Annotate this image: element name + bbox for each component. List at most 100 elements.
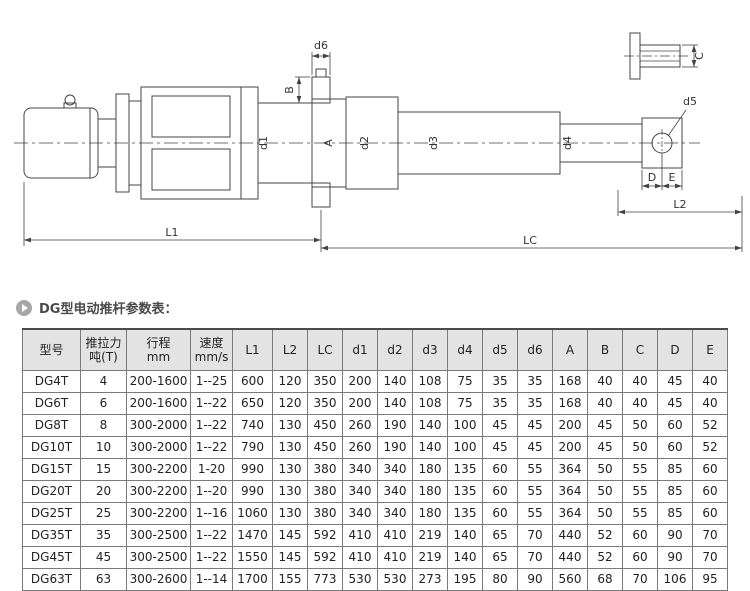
col-header: d2: [377, 328, 413, 371]
table-cell: 75: [447, 392, 483, 415]
col-header: L2: [272, 328, 308, 371]
section-header: DG型电动推杆参数表：: [16, 298, 177, 317]
table-cell: 440: [552, 546, 588, 569]
table-cell: 600: [232, 370, 273, 393]
table-cell: 135: [447, 480, 483, 503]
table-cell: 60: [482, 458, 518, 481]
dim-label-d5: d5: [683, 95, 697, 108]
model-cell: DG35T: [22, 524, 81, 547]
table-cell: 20: [80, 480, 127, 503]
table-cell: 130: [272, 480, 308, 503]
technical-drawing: d6 B d1 A d2 d3 d4 d5 D E L2 L1 LC C: [14, 32, 743, 252]
table-cell: 200-1600: [126, 392, 191, 415]
table-cell: 300-2200: [126, 458, 191, 481]
table-cell: 60: [622, 546, 658, 569]
table-cell: 45: [517, 436, 553, 459]
table-cell: 273: [412, 568, 448, 591]
table-cell: 52: [587, 524, 623, 547]
table-cell: 63: [80, 568, 127, 591]
table-cell: 45: [657, 392, 693, 415]
table-cell: 790: [232, 436, 273, 459]
table-cell: 85: [657, 480, 693, 503]
table-cell: 35: [482, 370, 518, 393]
table-cell: 190: [377, 414, 413, 437]
table-cell: 650: [232, 392, 273, 415]
table-cell: 140: [377, 370, 413, 393]
dimension-lines: [23, 44, 743, 252]
col-header: d6: [517, 328, 553, 371]
table-cell: 145: [272, 546, 308, 569]
table-cell: 55: [622, 458, 658, 481]
table-cell: 85: [657, 458, 693, 481]
table-cell: 300-2200: [126, 502, 191, 525]
table-cell: 200: [342, 370, 378, 393]
table-cell: 140: [447, 546, 483, 569]
table-cell: 4: [80, 370, 127, 393]
table-cell: 1--22: [190, 546, 233, 569]
col-header: d5: [482, 328, 518, 371]
col-header: d1: [342, 328, 378, 371]
model-cell: DG45T: [22, 546, 81, 569]
table-cell: 120: [272, 370, 308, 393]
table-cell: 1--22: [190, 392, 233, 415]
table-cell: 200: [552, 436, 588, 459]
table-cell: 1--16: [190, 502, 233, 525]
table-cell: 300-2600: [126, 568, 191, 591]
table-cell: 300-2500: [126, 524, 191, 547]
col-header: C: [622, 328, 658, 371]
table-cell: 1700: [232, 568, 273, 591]
table-cell: 90: [657, 546, 693, 569]
table-cell: 10: [80, 436, 127, 459]
table-cell: 219: [412, 546, 448, 569]
table-cell: 560: [552, 568, 588, 591]
table-cell: 15: [80, 458, 127, 481]
table-cell: 450: [307, 436, 343, 459]
table-cell: 52: [692, 436, 728, 459]
table-cell: 340: [377, 458, 413, 481]
table-cell: 200: [552, 414, 588, 437]
table-cell: 340: [342, 458, 378, 481]
dim-label-d4: d4: [561, 136, 574, 150]
table-cell: 592: [307, 546, 343, 569]
table-cell: 340: [342, 480, 378, 503]
table-cell: 8: [80, 414, 127, 437]
section-title: DG型电动推杆参数表：: [39, 302, 178, 317]
table-cell: 108: [412, 370, 448, 393]
table-cell: 60: [482, 502, 518, 525]
table-cell: 60: [692, 458, 728, 481]
table-cell: 410: [342, 524, 378, 547]
col-header: A: [552, 328, 588, 371]
table-cell: 410: [377, 546, 413, 569]
table-cell: 45: [587, 436, 623, 459]
table-cell: 530: [377, 568, 413, 591]
table-cell: 70: [692, 546, 728, 569]
table-cell: 300-2500: [126, 546, 191, 569]
table-cell: 35: [517, 392, 553, 415]
table-cell: 140: [412, 436, 448, 459]
table-cell: 350: [307, 392, 343, 415]
model-cell: DG8T: [22, 414, 81, 437]
table-cell: 135: [447, 458, 483, 481]
table-cell: 75: [447, 370, 483, 393]
table-cell: 130: [272, 436, 308, 459]
table-cell: 50: [587, 458, 623, 481]
table-cell: 300-2000: [126, 436, 191, 459]
table-cell: 130: [272, 502, 308, 525]
table-cell: 6: [80, 392, 127, 415]
model-cell: DG63T: [22, 568, 81, 591]
table-cell: 155: [272, 568, 308, 591]
table-cell: 195: [447, 568, 483, 591]
dim-label-lc: LC: [523, 234, 537, 247]
table-cell: 52: [587, 546, 623, 569]
table-cell: 145: [272, 524, 308, 547]
col-header: 行程 mm: [126, 328, 191, 371]
table-cell: 70: [622, 568, 658, 591]
table-cell: 70: [517, 524, 553, 547]
table-cell: 180: [412, 502, 448, 525]
table-cell: 60: [622, 524, 658, 547]
table-cell: 219: [412, 524, 448, 547]
